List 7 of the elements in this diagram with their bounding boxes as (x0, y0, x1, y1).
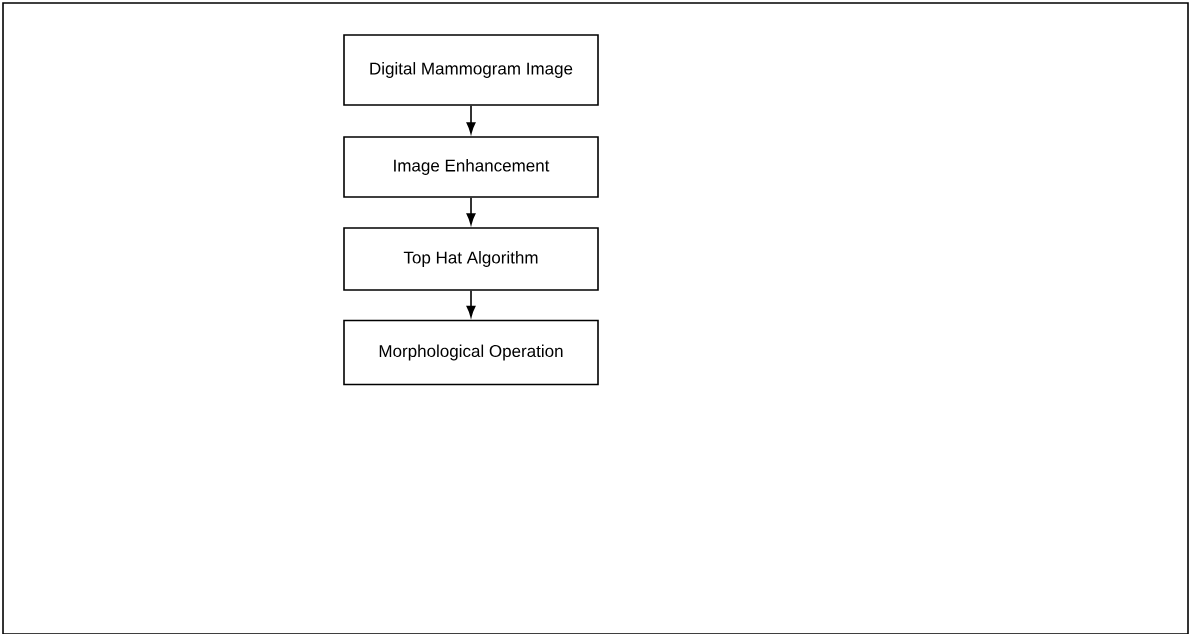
process-box: Digital Mammogram Image (343, 34, 599, 106)
process-box: Morphological Operation (343, 319, 599, 386)
arrow (466, 105, 476, 134)
process-box: Top Hat Algorithm (343, 227, 599, 291)
arrow (466, 197, 476, 225)
process-box: Image Enhancement (343, 136, 599, 198)
arrow (466, 290, 476, 318)
